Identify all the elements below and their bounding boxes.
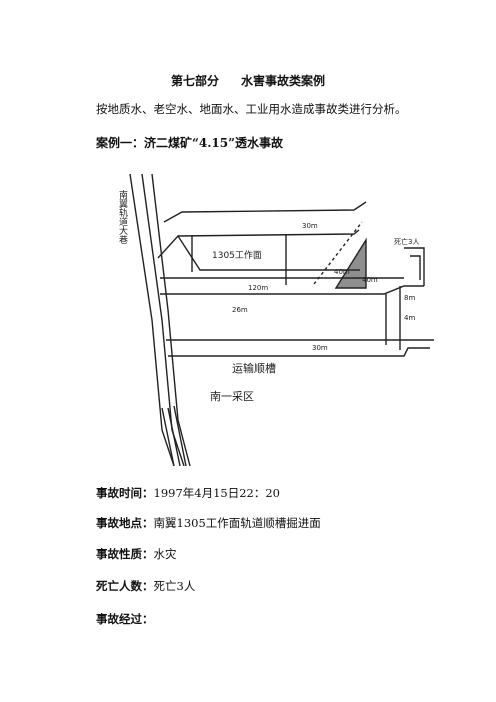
figure-label-face: 1305工作面 xyxy=(212,249,262,261)
field-accident-location: 事故地点：南翼1305工作面轨道顺槽掘进面 xyxy=(96,515,321,531)
figure-dim-2: 120m xyxy=(248,284,268,292)
figure-label-district: 南一采区 xyxy=(210,390,254,403)
heading-title: 水害事故类案例 xyxy=(241,74,326,88)
heading-part: 第七部分 xyxy=(170,74,219,88)
field-value: 1997年4月15日22：20 xyxy=(153,486,280,500)
figure-dim-6: 26m xyxy=(232,306,248,314)
accident-sketch-figure: 南翼轨道大巷 1305工作面 运输顺槽 南一采区 死亡3人 30m 120m 4… xyxy=(104,160,434,467)
field-accident-time: 事故时间：1997年4月15日22：20 xyxy=(96,485,280,501)
figure-dim-8: 4m xyxy=(404,314,415,322)
field-key: 事故性质： xyxy=(96,547,154,561)
page-heading: 第七部分 水害事故类案例 xyxy=(0,72,496,89)
field-death-count: 死亡人数：死亡3人 xyxy=(96,578,195,594)
field-value: 水灾 xyxy=(153,547,177,561)
figure-label-dead: 死亡3人 xyxy=(394,237,419,246)
figure-dim-3: 40m xyxy=(334,268,350,276)
figure-dim-1: 30m xyxy=(302,222,318,230)
mine-sketch-drawing: 南翼轨道大巷 1305工作面 运输顺槽 南一采区 死亡3人 30m 120m 4… xyxy=(117,173,434,467)
field-key: 事故经过： xyxy=(96,612,154,626)
intro-paragraph: 按地质水、老空水、地面水、工业用水造成事故类进行分析。 xyxy=(96,102,407,116)
figure-dim-7: 8m xyxy=(404,294,415,302)
field-value: 死亡3人 xyxy=(153,579,196,593)
figure-dim-4: 30m xyxy=(312,344,328,352)
field-key: 事故地点： xyxy=(96,516,154,530)
figure-dim-5: 40m xyxy=(362,276,378,284)
field-key: 事故时间： xyxy=(96,486,154,500)
figure-label-left-road: 南翼轨道大巷 xyxy=(117,189,128,244)
field-key: 死亡人数： xyxy=(96,579,154,593)
field-accident-process: 事故经过： xyxy=(96,611,154,627)
case-title: 案例一：济二煤矿“4.15”透水事故 xyxy=(96,136,284,150)
field-value: 南翼1305工作面轨道顺槽掘进面 xyxy=(153,516,321,530)
figure-label-lower-road: 运输顺槽 xyxy=(232,361,276,375)
field-accident-nature: 事故性质：水灾 xyxy=(96,546,177,562)
